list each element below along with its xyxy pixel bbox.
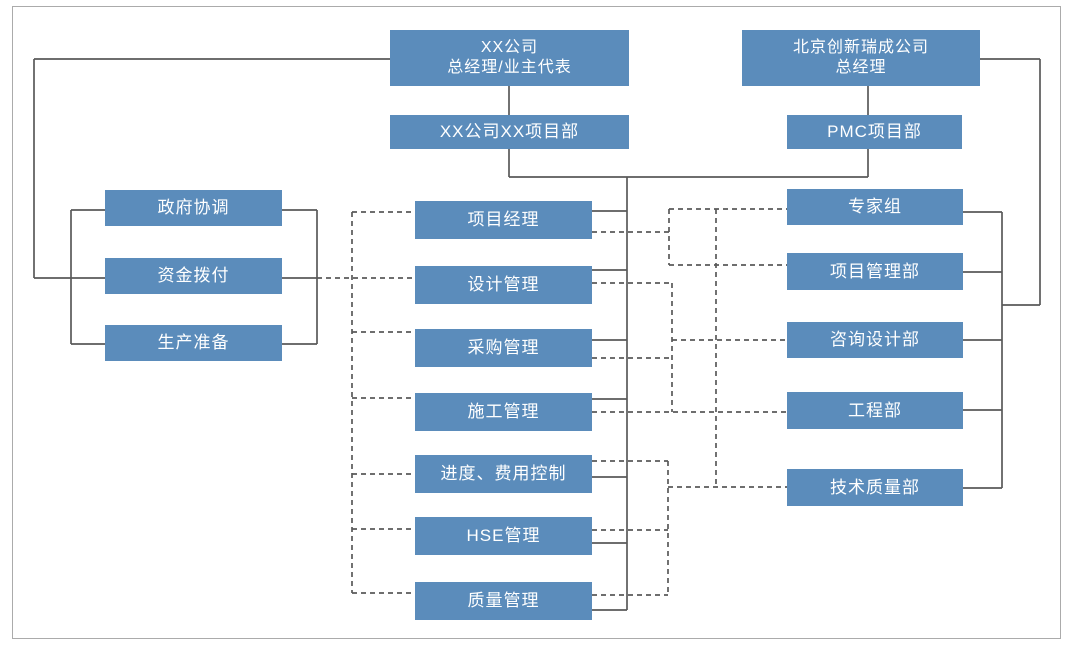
org-box-fund-allocation: 资金拨付 [105,258,282,294]
org-box-label: 技术质量部 [830,477,920,497]
org-box-label: 总经理/业主代表 [447,59,572,76]
org-box-label: 进度、费用控制 [440,464,567,484]
org-box-label: XX公司XX项目部 [439,122,580,142]
org-box-engineering-dept: 工程部 [787,392,963,429]
org-box-label: XX公司 [480,38,539,56]
org-box-label: 专家组 [848,197,902,217]
org-box-label: 采购管理 [467,338,540,358]
org-box-label: 咨询设计部 [830,330,920,350]
org-box-label: 总经理 [835,59,887,76]
org-box-project-mgmt-dept: 项目管理部 [787,253,963,290]
org-box-label: HSE管理 [466,526,541,546]
diagram-border-frame [12,6,1061,639]
org-box-progress-cost-control: 进度、费用控制 [415,455,592,493]
org-box-pmc-project-dept: PMC项目部 [787,115,962,149]
org-box-label: 设计管理 [467,275,540,295]
org-box-procurement-mgmt: 采购管理 [415,329,592,367]
org-box-production-prep: 生产准备 [105,325,282,361]
org-box-label: 施工管理 [467,402,540,422]
org-box-owner-gm: XX公司总经理/业主代表 [390,30,629,86]
org-box-project-manager: 项目经理 [415,201,592,239]
org-box-design-mgmt: 设计管理 [415,266,592,304]
org-box-label: 质量管理 [467,591,540,611]
org-box-owner-project-dept: XX公司XX项目部 [390,115,629,149]
org-box-label: 生产准备 [157,333,230,353]
org-box-label: 项目经理 [467,210,540,230]
org-box-gov-coordination: 政府协调 [105,190,282,226]
org-box-label: 北京创新瑞成公司 [792,38,929,56]
org-box-quality-mgmt: 质量管理 [415,582,592,620]
org-box-expert-group: 专家组 [787,189,963,225]
org-box-pmc-gm: 北京创新瑞成公司总经理 [742,30,980,86]
org-box-consulting-design-dept: 咨询设计部 [787,322,963,358]
org-box-hse-mgmt: HSE管理 [415,517,592,555]
org-box-label: 资金拨付 [157,266,230,286]
org-box-label: PMC项目部 [827,122,922,142]
org-box-label: 项目管理部 [830,261,920,281]
org-box-construction-mgmt: 施工管理 [415,393,592,431]
org-box-label: 工程部 [848,400,902,420]
org-box-label: 政府协调 [157,198,230,218]
org-box-tech-quality-dept: 技术质量部 [787,469,963,506]
